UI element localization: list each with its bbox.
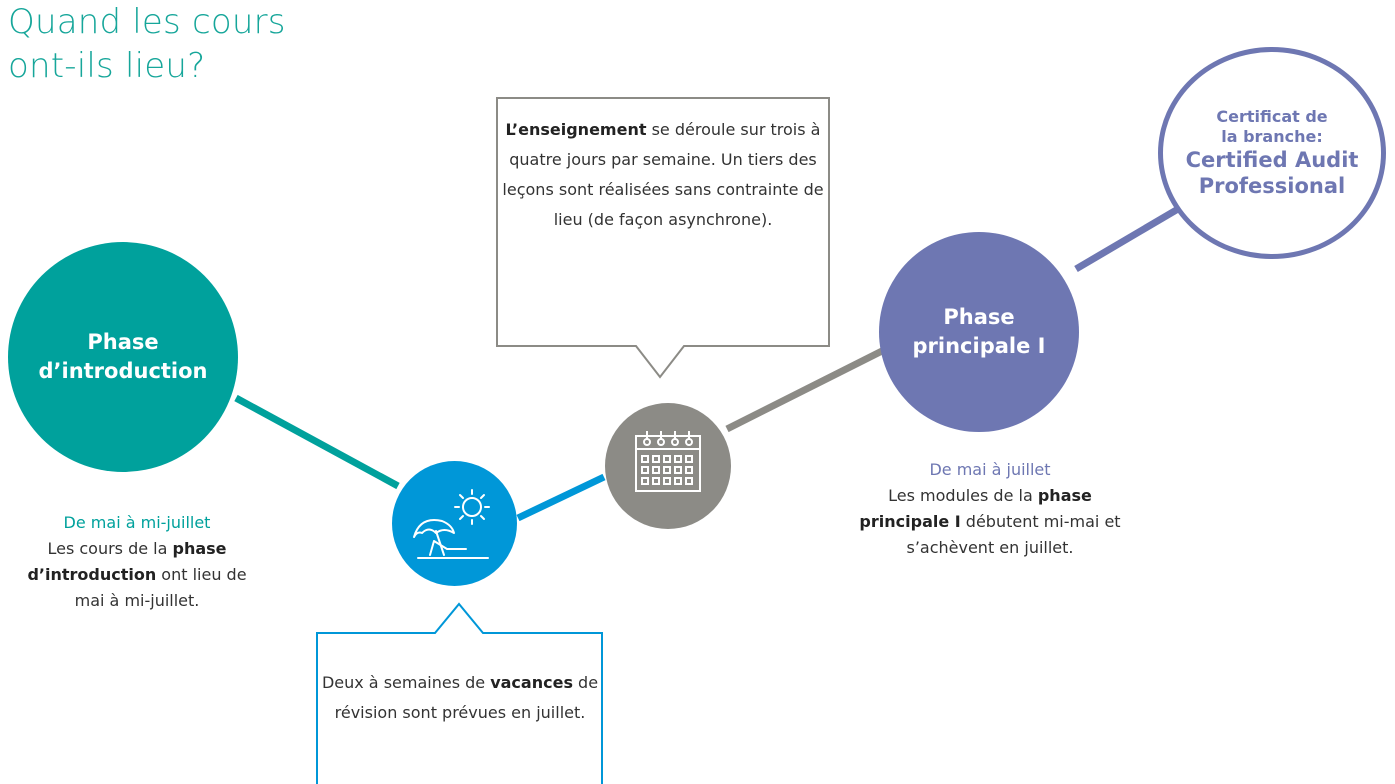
- connector-calendar-main: [725, 346, 886, 433]
- certificate-line-2: la branche:: [1221, 127, 1323, 146]
- vacation-bubble-bold: vacances: [490, 673, 573, 692]
- page-title-line-2: ont-ils lieu?: [8, 46, 206, 86]
- phase-intro-line-2: d’introduction: [38, 359, 208, 383]
- teaching-bubble-text: L’enseignement se déroule sur trois à qu…: [498, 115, 828, 235]
- connector-intro-vacation: [234, 394, 400, 490]
- teaching-bubble-body: se déroule sur trois à quatre jours par …: [502, 120, 824, 229]
- phase-main-line-2: principale I: [912, 334, 1046, 358]
- vacation-bubble-text: Deux à semaines de vacances de révision …: [318, 668, 602, 728]
- phase-intro-desc-before: Les cours de la: [47, 539, 173, 558]
- vacation-circle: [392, 461, 517, 586]
- calendar-icon: [635, 431, 701, 492]
- phase-intro-desc-bold: phase d’introduction: [27, 539, 227, 584]
- connector-vacation-calendar: [516, 473, 606, 522]
- page-title-line-1: Quand les cours: [8, 2, 286, 42]
- certificate-line-3: Certified Audit: [1185, 148, 1359, 172]
- vacation-bubble-before: Deux à semaines de: [321, 673, 491, 692]
- phase-main-desc-after: débutent mi-mai et s’achèvent en juillet…: [906, 512, 1121, 557]
- vacation-bubble-outline: [316, 602, 603, 784]
- phase-main-desc-before: Les modules de la: [888, 486, 1038, 505]
- certificate-line-1: Certificat de: [1216, 107, 1328, 126]
- calendar-circle: [605, 403, 731, 529]
- connector-main-certificate: [1074, 205, 1180, 273]
- phase-main-info: De mai à juillet Les modules de la phase…: [845, 457, 1135, 561]
- certificate-circle: Certificat de la branche: Certified Audi…: [1158, 47, 1386, 259]
- phase-intro-circle: Phase d’introduction: [8, 242, 238, 472]
- phase-main-period: De mai à juillet: [929, 460, 1051, 479]
- beach-umbrella-sun-icon: [413, 489, 490, 559]
- phase-main-circle: Phase principale I: [879, 232, 1079, 432]
- page-title: Quand les cours ont-ils lieu?: [8, 0, 286, 88]
- teaching-bubble-outline: [496, 97, 830, 379]
- teaching-bubble-bold: L’enseignement: [505, 120, 647, 139]
- phase-intro-period: De mai à mi-juillet: [63, 513, 211, 532]
- vacation-bubble-after: de révision sont prévues en juillet.: [334, 673, 599, 722]
- phase-main-line-1: Phase: [943, 305, 1015, 329]
- phase-intro-line-1: Phase: [87, 330, 159, 354]
- certificate-line-4: Professional: [1198, 174, 1346, 198]
- phase-intro-info: De mai à mi-juillet Les cours de la phas…: [12, 510, 262, 614]
- phase-main-desc-bold: phase principale I: [859, 486, 1092, 531]
- phase-intro-desc-after: ont lieu de mai à mi-juillet.: [74, 565, 247, 610]
